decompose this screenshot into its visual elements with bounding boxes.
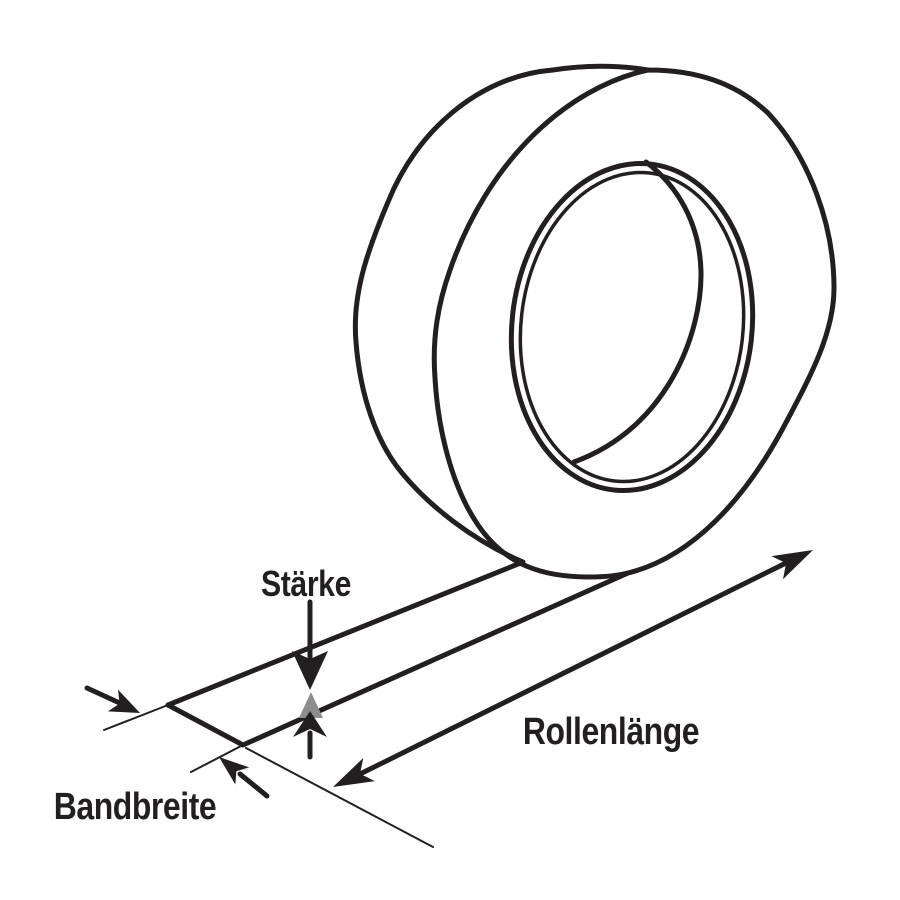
band-width-arrow-right-shaft	[237, 771, 270, 799]
tape-roll-front-rim	[431, 67, 837, 580]
tape-core-back-rim	[571, 159, 704, 465]
band-width-extension-line-top	[103, 704, 169, 731]
roll-length-extension-line	[245, 747, 434, 848]
tape-roll	[165, 63, 837, 748]
roll-length-dimension-arrow	[333, 550, 813, 787]
tape-core-outer-edge	[508, 160, 756, 494]
thickness-down-arrowhead	[292, 651, 328, 690]
tape-core-inner-edge	[518, 170, 746, 484]
band-width-arrow-right-head	[219, 757, 250, 785]
roll-length-label: Rollenlänge	[522, 711, 700, 753]
thickness-label: Stärke	[261, 563, 351, 604]
thickness-gray-arrow-tip	[299, 692, 323, 718]
band-width-dimension-arrows	[84, 685, 270, 799]
band-width-arrow-left-head	[107, 689, 140, 713]
band-width-label: Bandbreite	[53, 786, 217, 828]
thickness-up-arrowhead	[293, 711, 327, 737]
extension-lines	[103, 704, 434, 848]
roll-length-arrowhead-left	[333, 757, 375, 787]
band-width-extension-line-bottom	[190, 744, 244, 773]
tape-roll-back-rim-and-strip	[165, 67, 631, 748]
band-width-arrow-left-shaft	[84, 685, 127, 708]
roll-length-arrow-shaft	[355, 559, 791, 778]
tape-roll-top-tangent	[550, 63, 651, 73]
roll-length-arrowhead-right	[771, 550, 813, 580]
thickness-dimension-arrows	[292, 599, 328, 760]
